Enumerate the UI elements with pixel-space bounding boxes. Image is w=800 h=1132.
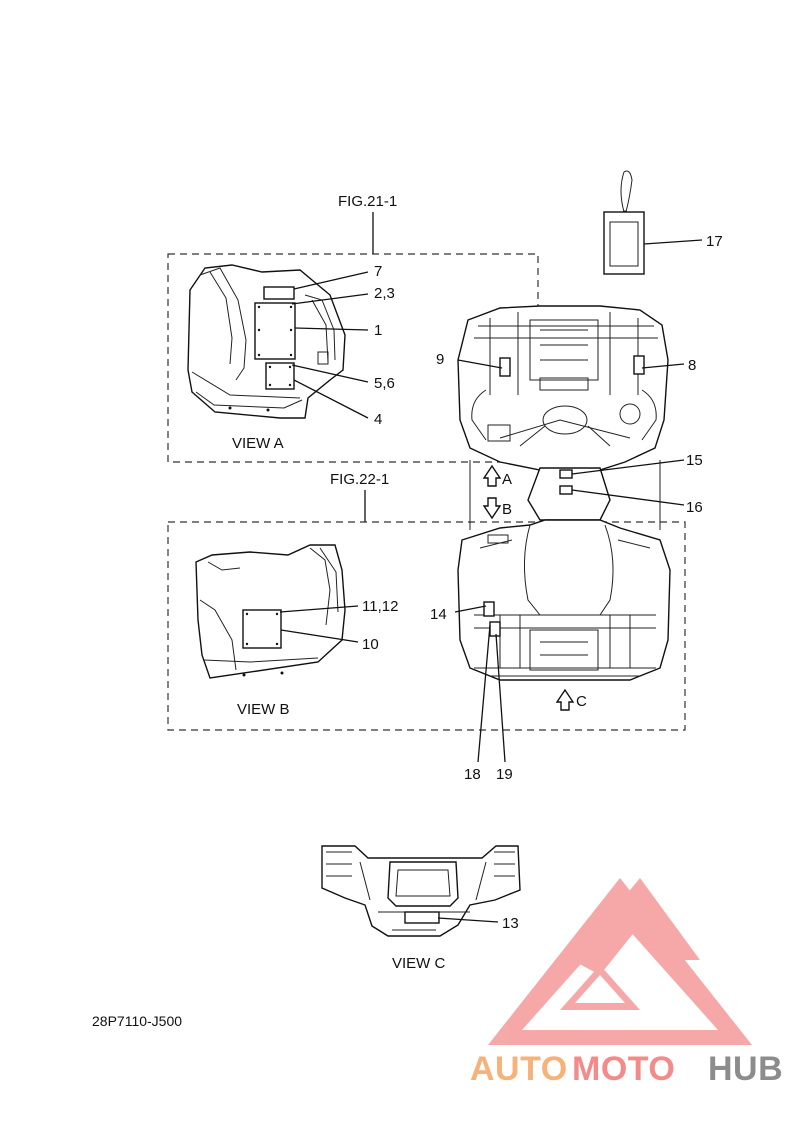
view-b-fender [195,544,346,679]
view-c-title: VIEW C [392,955,446,972]
callout-8: 8 [688,357,696,374]
label-1-rect [254,302,296,360]
callout-9: 9 [436,351,444,368]
view-c-rear-panel [321,845,521,937]
view-a-title: VIEW A [232,435,284,452]
watermark-auto: AUTO [470,1050,568,1088]
arrow-c-icon [555,688,575,711]
callout-16: 16 [686,499,703,516]
callout-2-3: 2,3 [374,285,395,302]
fig-label-a: FIG.21-1 [338,193,397,210]
callout-7: 7 [374,263,382,280]
arrow-b-label: B [502,501,512,518]
label-10-rect [242,609,282,649]
frame-view-b [167,521,686,731]
hang-tag [603,170,645,275]
arrow-b-icon [482,497,502,520]
label-13-rect [404,911,440,924]
callout-17: 17 [706,233,723,250]
fig-label-b: FIG.22-1 [330,471,389,488]
label-7-rect [263,286,295,300]
callout-4: 4 [374,411,382,428]
watermark-hub: HUB [708,1050,783,1088]
callout-13: 13 [502,915,519,932]
part-code: 28P7110-J500 [92,1013,182,1029]
arrow-c-label: C [576,693,587,710]
callout-11-12: 11,12 [362,598,398,615]
callout-15: 15 [686,452,703,469]
callout-1: 1 [374,322,382,339]
callout-18: 18 [464,766,481,783]
arrow-a-icon [482,464,502,487]
arrow-a-label: A [502,471,512,488]
callout-5-6: 5,6 [374,375,395,392]
view-a-fender [187,264,346,419]
view-b-title: VIEW B [237,701,290,718]
callout-10: 10 [362,636,379,653]
callout-19: 19 [496,766,513,783]
callout-14: 14 [430,606,447,623]
watermark-logo [488,878,752,1045]
watermark-moto: MOTO [572,1050,675,1088]
atv-top-view [457,305,671,681]
